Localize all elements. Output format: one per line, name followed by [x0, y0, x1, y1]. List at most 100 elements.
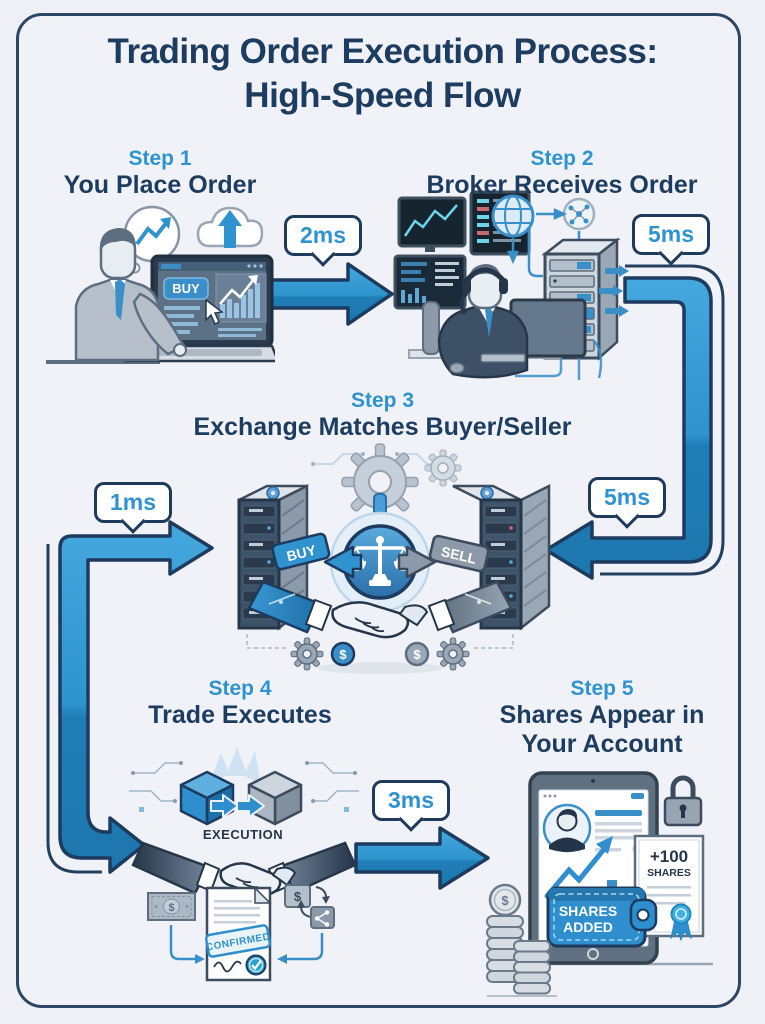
dashed-connectors [246, 634, 514, 649]
sell-tag: SELL [428, 534, 490, 573]
step1-illustration: BUY [46, 205, 275, 364]
cursor-icon [205, 298, 224, 326]
coin-icon-blue: $ [330, 641, 356, 667]
monitor-icon-top-left [397, 196, 467, 252]
cube-icon-gray [247, 770, 303, 826]
buy-button [163, 277, 209, 300]
circuit-decor-right [305, 761, 359, 812]
step-5-heading: Step 5 Shares Appear in Your Account [452, 677, 752, 759]
transfer-arrows-icon [210, 794, 265, 818]
dollar-glyph: $ [339, 647, 347, 662]
gear-icon-small [424, 449, 462, 487]
trend-chart [215, 273, 267, 323]
dollar-card-icon: $ [284, 884, 311, 908]
avatar-icon [542, 803, 592, 853]
wallet-label-line2: ADDED [563, 919, 613, 935]
gear-icon-large [341, 443, 419, 521]
circuit-decor-left [129, 761, 183, 812]
step-1-title: You Place Order [63, 171, 257, 199]
step5-illustration: +100 SHARES SHARES ADDED [486, 771, 713, 997]
step-4-title: Trade Executes [148, 701, 332, 729]
padlock-icon [663, 775, 703, 827]
wallet-icon: SHARES ADDED [546, 886, 658, 948]
step-5-title-line1: Shares Appear in [499, 701, 705, 729]
match-arrow-right [397, 545, 437, 579]
signature [213, 960, 242, 973]
keyboard [480, 353, 526, 363]
burst-icon [209, 747, 261, 785]
arrow-body [354, 826, 490, 890]
ribbon-icon [670, 903, 692, 942]
step-1-heading: Step 1 You Place Order [10, 147, 310, 200]
elbow-arrow-left-body [58, 520, 214, 874]
step-3-heading: Step 3 Exchange Matches Buyer/Seller [0, 389, 765, 442]
step-2-heading: Step 2 Broker Receives Order [412, 147, 712, 200]
dollar-glyph: $ [294, 889, 302, 904]
arrow-step1-to-step2 [264, 262, 394, 326]
swap-arrows-icon [297, 886, 330, 918]
confirmation-document: CONFIRMED [204, 886, 272, 982]
handshake-icon [131, 841, 357, 897]
dollar-glyph: $ [413, 647, 421, 662]
dollar-glyph: $ [501, 893, 509, 908]
monitor-icon-bottom-left [393, 254, 467, 310]
gear-icon-bottom-left [290, 637, 324, 671]
investor-figure [74, 228, 187, 362]
coin-icon-gray: $ [404, 641, 430, 667]
timing-bubble-3ms: 3ms [372, 780, 450, 821]
elbow-arrow-right-body [544, 276, 713, 580]
arrow-body [264, 262, 394, 326]
tie [485, 307, 493, 338]
buy-tag-label: BUY [285, 541, 318, 564]
step-5-title-line2: Your Account [521, 730, 683, 758]
dollar-coin-icon: $ [488, 883, 522, 917]
dollar-glyph: $ [168, 902, 174, 914]
sell-tag-label: SELL [440, 543, 479, 567]
flow-connectors [169, 925, 324, 964]
wallet-label-line1: SHARES [559, 903, 617, 919]
headset-icon [465, 267, 505, 282]
coin-stack-icon: $ [486, 883, 557, 997]
tie [115, 279, 125, 320]
step3-illustration: BUY SELL [237, 443, 551, 674]
buy-tag: BUY [271, 532, 331, 571]
step-3-title: Exchange Matches Buyer/Seller [193, 413, 572, 441]
dollar-bill-icon: $ [147, 892, 196, 921]
timing-bubble-2ms: 2ms [284, 215, 362, 256]
elbow-arrow-left [46, 520, 214, 874]
page-title-line2: High-Speed Flow [244, 76, 521, 115]
network-icon [562, 197, 596, 231]
certificate-icon: +100 SHARES [633, 834, 705, 942]
page-title-line1: Trading Order Execution Process: [107, 32, 659, 71]
handshake-icon [247, 580, 513, 639]
arrow-step4-to-step5 [354, 826, 490, 890]
confirmed-stamp: CONFIRMED [204, 924, 271, 958]
step-3-label: Step 3 [350, 389, 415, 412]
match-arrow-left [323, 545, 363, 579]
page-title: Trading Order Execution Process: High-Sp… [0, 30, 765, 118]
step-4-heading: Step 4 Trade Executes [90, 677, 390, 730]
broker-figure [422, 264, 587, 379]
check-seal-icon [245, 954, 267, 976]
cables [515, 339, 603, 380]
certificate-amount: +100 [650, 847, 688, 866]
timing-bubble-1ms: 1ms [94, 482, 172, 523]
shadow [318, 662, 442, 674]
step2-illustration [393, 190, 629, 380]
elbow-arrow-right [544, 264, 725, 580]
elbow-arrow-left-accent [46, 544, 102, 874]
buy-button-label: BUY [172, 281, 200, 296]
execution-label: EXECUTION [203, 827, 283, 842]
cloud-upload-icon [196, 206, 264, 248]
mouse-icon [449, 362, 465, 374]
timing-bubble-5ms-into-exchange: 5ms [588, 477, 666, 518]
hair [468, 264, 501, 284]
step-2-title: Broker Receives Order [426, 171, 698, 199]
hair [99, 228, 136, 252]
certificate-unit: SHARES [647, 867, 691, 879]
folded-corner [254, 886, 272, 904]
elbow-arrow-right-accent [600, 264, 725, 576]
timing-bubble-5ms-down: 5ms [632, 214, 710, 255]
gear-icon-bottom-right [436, 637, 470, 671]
